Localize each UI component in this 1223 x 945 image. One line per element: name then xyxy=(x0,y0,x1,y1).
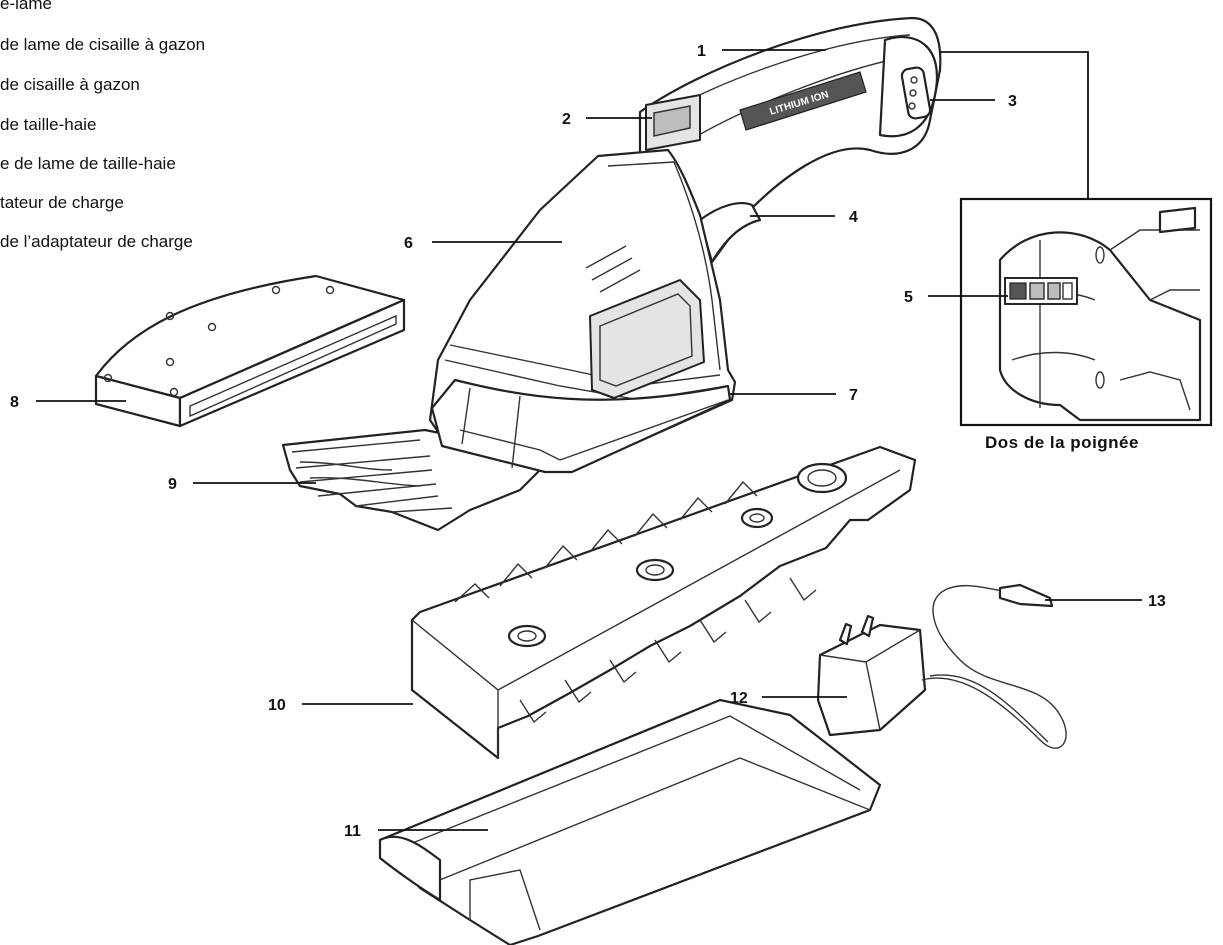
callout-5: 5 xyxy=(904,289,913,306)
callout-7: 7 xyxy=(849,387,858,404)
callout-12: 12 xyxy=(730,690,748,707)
callout-10: 10 xyxy=(268,697,286,714)
callout-9: 9 xyxy=(168,476,177,493)
callout-4: 4 xyxy=(849,209,858,226)
callout-11: 11 xyxy=(344,823,361,840)
legend-item-6: tateur de charge xyxy=(0,193,124,212)
blade-cover-long xyxy=(378,698,882,945)
callout-2: 2 xyxy=(562,111,571,128)
legend-item-5: e de lame de taille-haie xyxy=(0,154,176,173)
callout-3: 3 xyxy=(1008,93,1017,110)
legend-item-4: de taille-haie xyxy=(0,115,97,134)
hedge-trimmer-blade xyxy=(410,445,917,760)
inset-handle-back xyxy=(959,197,1213,427)
callout-13: 13 xyxy=(1148,593,1166,610)
charging-adapter xyxy=(816,583,1067,749)
legend-item-1: e-lame xyxy=(0,0,52,13)
callout-8: 8 xyxy=(10,394,19,411)
callout-1: 1 xyxy=(697,43,706,60)
legend-item-2: de lame de cisaille à gazon xyxy=(0,35,206,54)
callout-6: 6 xyxy=(404,235,413,252)
inset-caption: Dos de la poignée xyxy=(985,433,1139,452)
legend-item-3: de cisaille à gazon xyxy=(0,75,140,94)
trimmer-body: LITHIUM ION xyxy=(428,16,942,474)
blade-cover-small xyxy=(94,274,406,428)
leader-3-inset xyxy=(940,51,1089,199)
legend-item-7: de l’adaptateur de charge xyxy=(0,232,193,251)
